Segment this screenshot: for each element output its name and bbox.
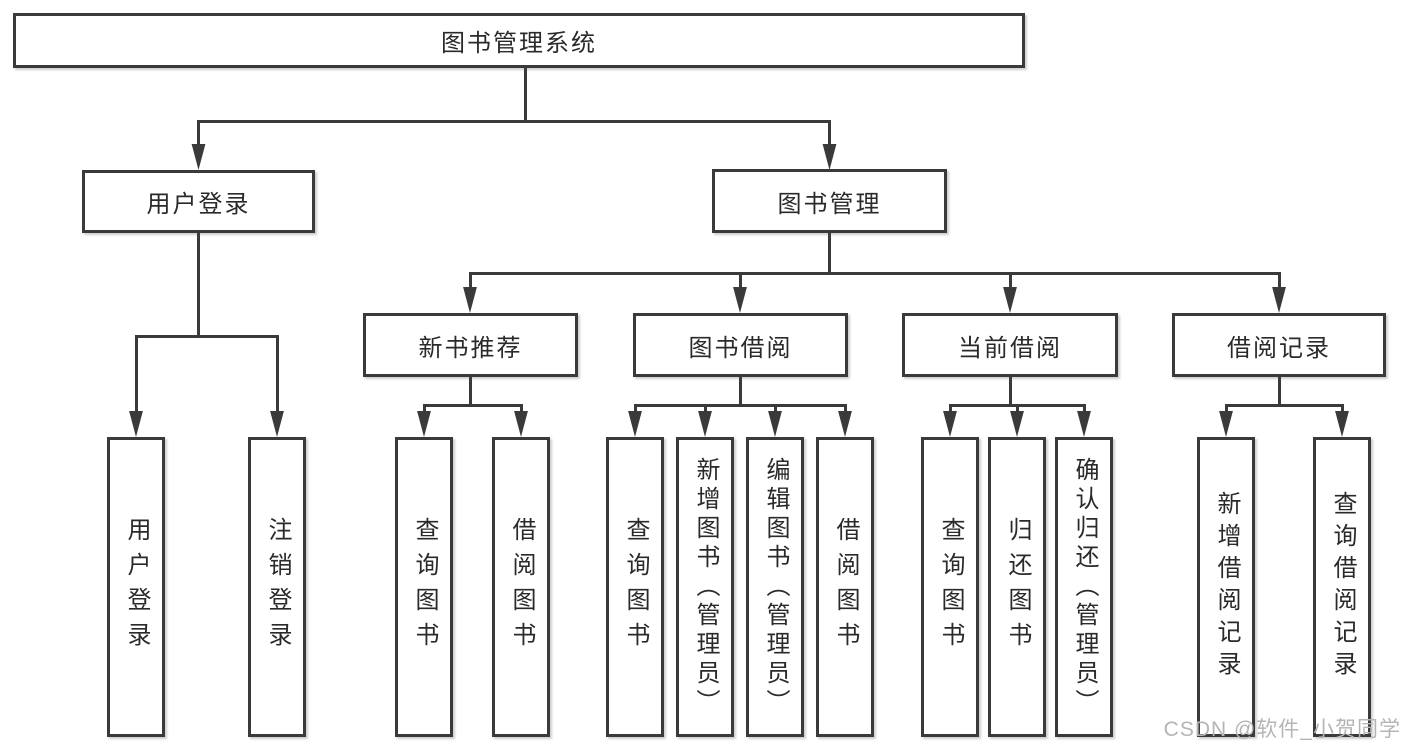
node-label: 查询图书	[937, 517, 964, 657]
connector-line	[275, 335, 279, 415]
node-label: 图书管理	[777, 190, 882, 218]
arrowhead-down-icon	[768, 411, 782, 437]
leaf-query-books-borrowing: 查询图书	[606, 437, 664, 737]
connector-line	[1224, 404, 1228, 416]
arrowhead-down-icon	[417, 411, 431, 437]
connector-line	[1008, 377, 1012, 407]
arrowhead-down-icon	[514, 411, 528, 437]
leaf-add-books-admin: 新增图书（管理员）	[676, 437, 734, 737]
arrowhead-down-icon	[129, 411, 143, 437]
connector-line	[843, 404, 847, 416]
node-label: 借阅图书	[508, 517, 535, 657]
connector-line	[468, 377, 472, 407]
leaf-add-borrow-record: 新增借阅记录	[1197, 437, 1255, 737]
connector-line	[828, 233, 831, 275]
leaf-query-borrow-record: 查询借阅记录	[1313, 437, 1371, 737]
connector-line	[1277, 377, 1281, 407]
connector-line	[422, 404, 523, 407]
node-label: 查询借阅记录	[1329, 491, 1356, 683]
node-label: 图书借阅	[688, 334, 793, 362]
connector-line	[1340, 404, 1344, 416]
leaf-logout: 注销登录	[248, 437, 306, 737]
connector-line	[468, 272, 1281, 275]
node-label: 确认归还（管理员）	[1071, 456, 1098, 718]
connector-line	[828, 120, 831, 146]
node-label: 用户登录	[123, 517, 150, 657]
connector-line	[1277, 272, 1281, 290]
connector-line	[773, 404, 777, 416]
connector-line	[523, 68, 527, 122]
connector-line	[948, 404, 952, 416]
node-label: 图书管理系统	[441, 30, 597, 57]
arrowhead-down-icon	[822, 144, 837, 170]
connector-line	[197, 120, 831, 123]
arrowhead-down-icon	[733, 287, 747, 313]
connector-line	[134, 335, 279, 338]
node-label: 查询图书	[411, 517, 438, 657]
connector-line	[134, 335, 138, 415]
node-current-borrowing: 当前借阅	[902, 313, 1118, 377]
node-label: 借阅记录	[1227, 334, 1331, 362]
node-book-management: 图书管理	[712, 169, 947, 233]
connector-line	[1008, 272, 1012, 290]
arrowhead-down-icon	[628, 411, 642, 437]
node-label: 用户登录	[146, 191, 251, 218]
arrowhead-down-icon	[838, 411, 852, 437]
connector-line	[633, 404, 637, 416]
node-label: 新增借阅记录	[1213, 491, 1240, 683]
connector-line	[1224, 404, 1344, 407]
node-user-login: 用户登录	[82, 170, 315, 233]
arrowhead-down-icon	[1003, 287, 1017, 313]
node-label: 新书推荐	[418, 334, 523, 362]
arrowhead-down-icon	[463, 287, 477, 313]
leaf-return-books: 归还图书	[988, 437, 1046, 737]
leaf-confirm-return-admin: 确认归还（管理员）	[1055, 437, 1113, 737]
node-label: 新增图书（管理员）	[692, 456, 719, 718]
node-label: 归还图书	[1004, 517, 1031, 657]
node-label: 注销登录	[264, 517, 291, 657]
leaf-query-books-current: 查询图书	[921, 437, 979, 737]
arrowhead-down-icon	[1272, 287, 1286, 313]
node-label: 查询图书	[622, 517, 649, 657]
arrowhead-down-icon	[1335, 411, 1349, 437]
connector-line	[703, 404, 707, 416]
node-label: 编辑图书（管理员）	[762, 456, 789, 718]
connector-line	[422, 404, 426, 416]
connector-line	[633, 404, 847, 407]
arrowhead-down-icon	[270, 411, 284, 437]
connector-line	[197, 120, 200, 146]
connector-line	[738, 272, 742, 290]
connector-line	[197, 233, 200, 338]
node-book-borrowing: 图书借阅	[633, 313, 848, 377]
node-new-book-recommend: 新书推荐	[363, 313, 578, 377]
leaf-user-login: 用户登录	[107, 437, 165, 737]
connector-line	[468, 272, 472, 290]
arrowhead-down-icon	[1077, 411, 1091, 437]
arrowhead-down-icon	[943, 411, 957, 437]
arrowhead-down-icon	[191, 144, 206, 170]
leaf-query-books-recommend: 查询图书	[395, 437, 453, 737]
node-borrowing-records: 借阅记录	[1172, 313, 1386, 377]
leaf-borrow-books-borrowing: 借阅图书	[816, 437, 874, 737]
leaf-borrow-books-recommend: 借阅图书	[492, 437, 550, 737]
leaf-edit-books-admin: 编辑图书（管理员）	[746, 437, 804, 737]
node-label: 借阅图书	[832, 517, 859, 657]
connector-line	[738, 377, 742, 407]
node-book-management-system: 图书管理系统	[13, 13, 1025, 68]
arrowhead-down-icon	[698, 411, 712, 437]
arrowhead-down-icon	[1219, 411, 1233, 437]
connector-line	[1082, 404, 1086, 416]
watermark: CSDN @软件_小贺同学	[1163, 718, 1401, 741]
connector-line	[1015, 404, 1019, 416]
arrowhead-down-icon	[1010, 411, 1024, 437]
connector-line	[519, 404, 523, 416]
node-label: 当前借阅	[958, 334, 1062, 362]
